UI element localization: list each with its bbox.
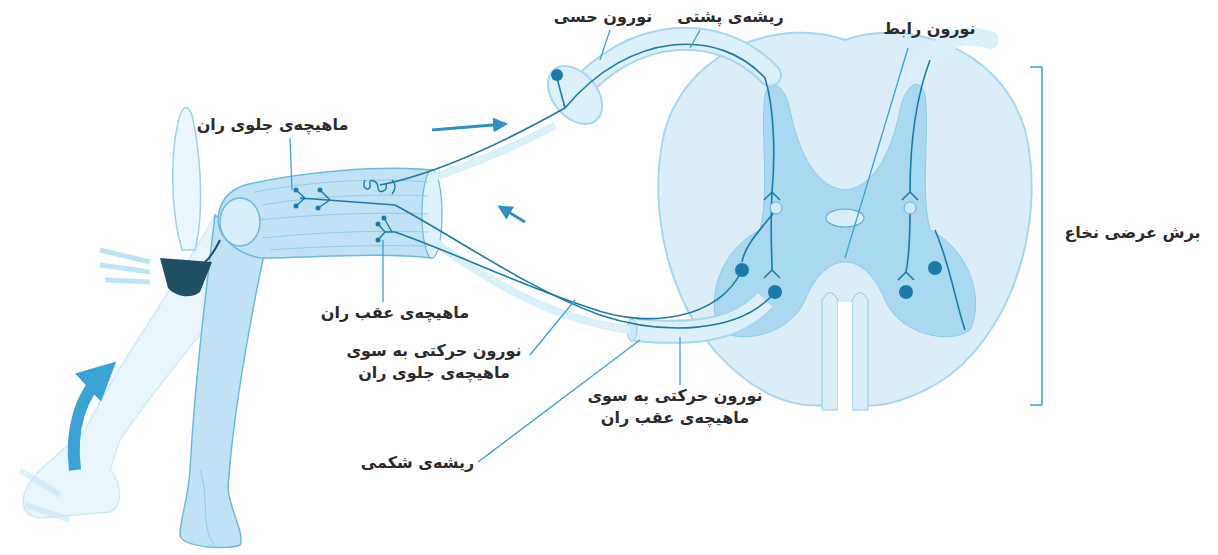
reflex-hammer [100,108,212,297]
svg-path [255,180,428,192]
motion-lines [20,470,70,520]
leader-line [600,30,610,60]
motor-endplate [296,190,395,240]
dorsal-root [572,39,770,98]
part-label: ماهیچه‌ی جلوی ران [180,114,365,136]
part-label: نورون حسی [548,6,658,28]
ankle-line [200,470,215,545]
svg-circle [376,238,381,243]
leader-line [290,138,292,190]
motor-cell-body [735,263,749,277]
svg-path [262,195,428,205]
muscle-lines [255,180,428,250]
dorsal-root-ganglion [537,56,613,135]
motion-arrow [74,372,105,470]
part-label: برش عرضی نخاع [1050,222,1215,244]
motor-cell-body [928,261,942,275]
endplate-dots [294,188,387,243]
motor-cell-body [768,285,782,299]
motor-cell-body [899,285,913,299]
leader-line [845,48,908,258]
svg-path [258,213,428,220]
thigh [218,168,432,258]
svg-circle [382,216,387,221]
hammer-motion [100,250,150,282]
svg-path [105,280,150,282]
svg-circle [294,204,299,209]
interneuron-cell-body [904,202,916,214]
peripheral-nerve [432,125,555,178]
leader-line [382,240,383,302]
neurons [380,44,965,330]
svg-path [20,470,60,495]
svg-path [160,258,212,296]
svg-path [100,250,150,262]
part-label: ماهیچه‌ی عقب ران [310,302,480,324]
motor-axon [935,230,965,330]
svg-path [296,190,395,208]
leader-lines [290,30,908,462]
part-label: ریشه‌ی شکمی [355,452,480,474]
dorsal-root [918,36,990,75]
tendon-mark [205,240,220,262]
section-bracket [1030,67,1042,405]
svg-path [378,218,395,240]
leader-line [530,300,575,355]
ventral-column [822,293,838,411]
svg-circle [294,188,299,193]
svg-circle [316,206,321,211]
svg-path [25,505,70,520]
muscle-spindle [364,180,395,194]
svg-circle [376,222,381,227]
sensory-axon [902,60,930,200]
ventral-fissure [838,302,852,410]
interneuron-cell-body [770,202,782,214]
sensory-axon [380,108,565,185]
leader-line [679,337,680,385]
synapse [898,210,914,280]
svg-path [392,180,395,194]
svg-circle [318,188,323,193]
signal-arrow [500,207,525,222]
ventral-column [852,293,868,411]
interneuron-axon [742,210,776,262]
part-label: ریشه‌ی پشتی [668,6,793,28]
cell-bodies [551,69,942,299]
sensory-stalk [557,78,565,108]
sensory-cell-body [551,69,563,81]
svg-path [100,265,150,272]
svg-path [173,108,201,251]
leader-line [690,30,700,48]
sensory-axon [565,44,774,192]
knee-cap [220,198,260,246]
part-label: نورون حرکتی به سوی ماهیچه‌ی جلوی ران [345,340,523,383]
svg-path [364,180,386,191]
svg-path [270,246,428,250]
dorsal-root [572,39,770,98]
part-label: نورون رابط [872,18,987,40]
part-label: نورون حرکتی به سوی ماهیچه‌ی عقب ران [580,385,770,428]
signal-arrow [432,124,505,130]
